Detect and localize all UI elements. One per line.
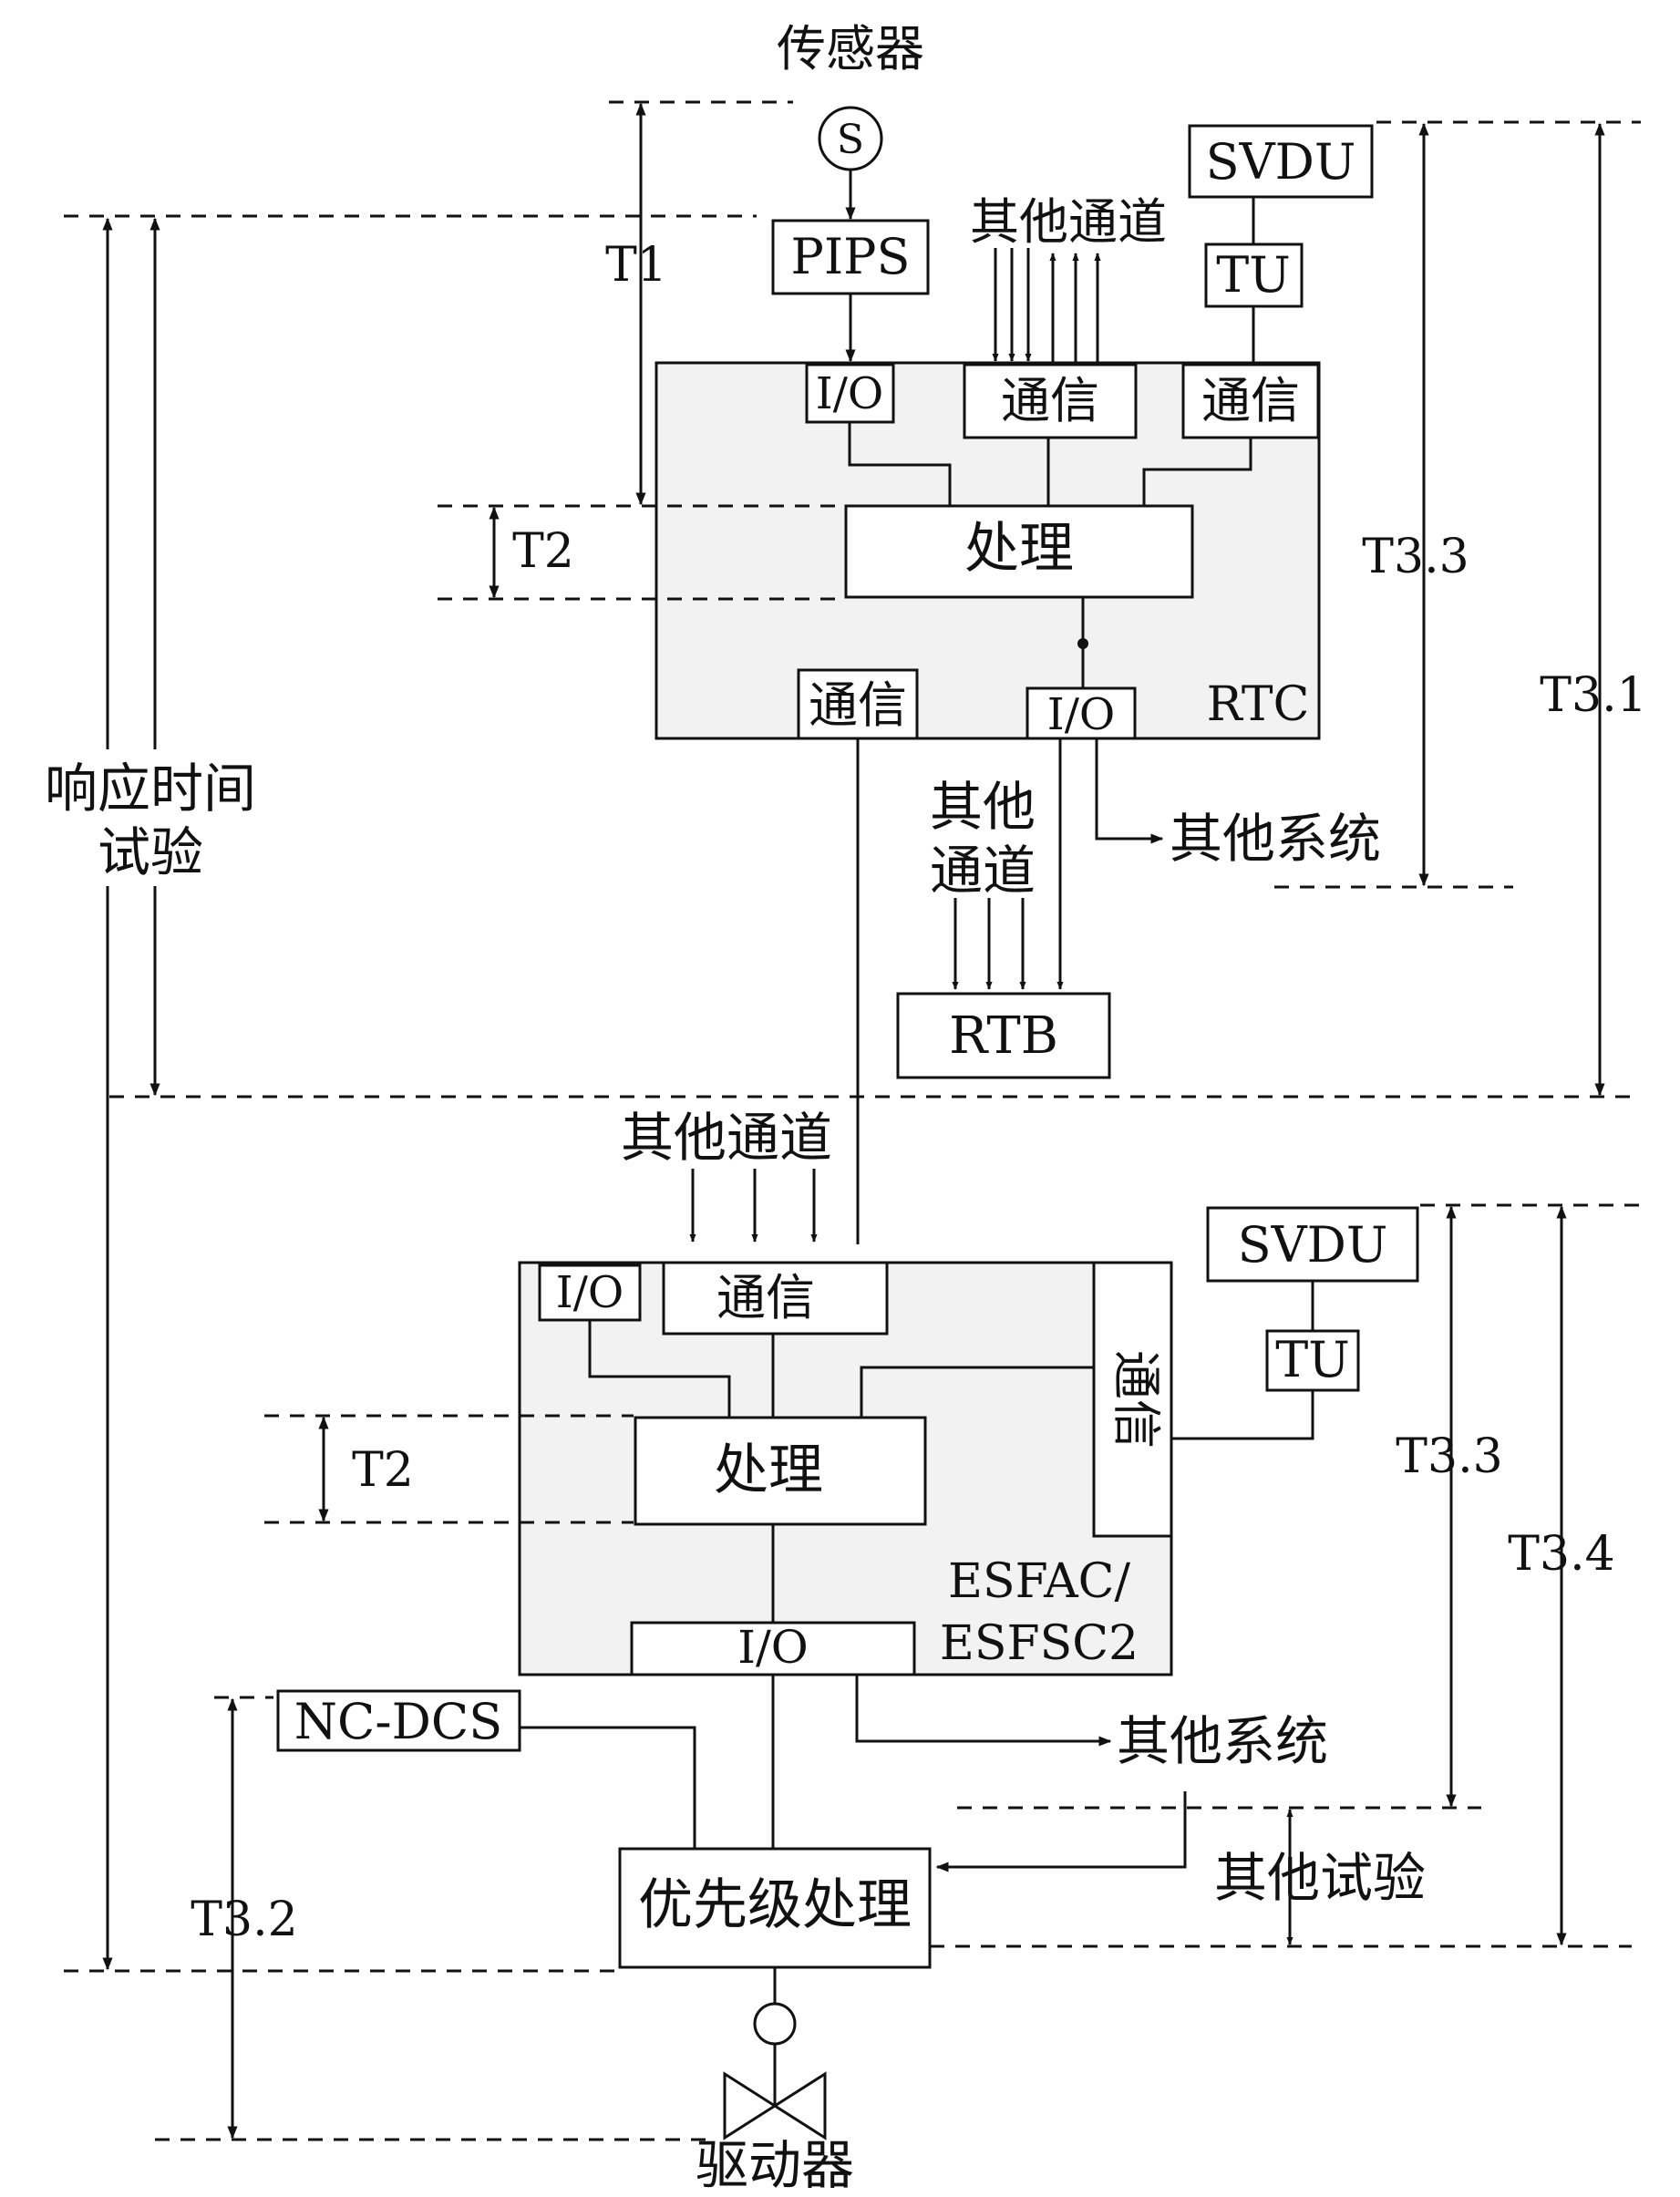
response-time-label-bg — [27, 749, 273, 886]
rtc-comm-mid-label: 通信 — [1001, 372, 1099, 429]
rtc-comm-bottom-label: 通信 — [809, 676, 907, 734]
tu-bottom-to-comm-link — [1171, 1390, 1314, 1440]
tu-top-label: TU — [1216, 246, 1291, 304]
esfac-comm-vertical-label: 通信 — [1108, 1350, 1165, 1449]
rtc-comm-mid-box — [963, 363, 1138, 439]
other-channels-bottom-arrows — [689, 1169, 818, 1243]
nc-dcs-to-priority-link — [520, 1726, 696, 1849]
t3-3-top-label: T3.3 — [1362, 530, 1469, 584]
rtc-comm-bottom-box — [797, 668, 919, 740]
other-channels-bottom-label: 其他通道 — [621, 1107, 832, 1169]
esfac-comm-top-box — [662, 1261, 889, 1336]
other-channels-side-line2: 通道 — [930, 840, 1036, 902]
esfac-name-line1: ESFAC/ — [948, 1554, 1130, 1609]
t3-4-label: T3.4 — [1508, 1527, 1614, 1582]
rtc-to-other-systems-arrow — [1095, 738, 1164, 844]
rtc-processing-label: 处理 — [964, 517, 1074, 581]
actuator-icon — [723, 2002, 827, 2140]
t1-label: T1 — [605, 238, 667, 293]
tu-top-box — [1204, 242, 1304, 308]
rtc-comm-right-label: 通信 — [1201, 372, 1300, 429]
rtc-io-out-label: I/O — [1047, 689, 1115, 740]
esfac-name-line2: ESFSC2 — [940, 1616, 1139, 1671]
svdu-top-label: SVDU — [1206, 133, 1356, 191]
rtc-io-to-proc-link — [848, 422, 952, 506]
pips-box — [771, 219, 930, 295]
feedback-to-priority-arrow — [935, 1791, 1187, 1872]
esfac-io-bottom-box — [630, 1621, 916, 1676]
rtc-io-in-box — [805, 363, 895, 424]
rtc-io-in-label: I/O — [816, 368, 883, 419]
t3-1-label: T3.1 — [1540, 668, 1646, 723]
sensor-label: 传感器 — [777, 20, 924, 77]
t2-top-label: T2 — [512, 524, 574, 579]
sensor-symbol: S — [837, 117, 864, 163]
rtb-label: RTB — [949, 1006, 1058, 1066]
rtc-io-out-box — [1026, 686, 1137, 740]
t2-bottom-label: T2 — [352, 1443, 414, 1498]
esfac-io-small-box — [538, 1264, 642, 1322]
svdu-bottom-label: SVDU — [1238, 1216, 1388, 1274]
timing-guides — [64, 100, 1641, 2141]
priority-box — [618, 1847, 932, 1969]
other-channels-top-arrows — [992, 248, 1101, 363]
rtc-comm-right-to-proc-link — [1142, 438, 1252, 506]
pips-label: PIPS — [791, 228, 911, 285]
svdu-top-box — [1188, 124, 1374, 199]
tu-bottom-label: TU — [1275, 1331, 1350, 1388]
rtc-name-label: RTC — [1207, 677, 1310, 732]
other-channels-top-label: 其他通道 — [970, 193, 1167, 251]
actuator-label: 驱动器 — [696, 2134, 854, 2196]
esfac-io-bottom-label: I/O — [737, 1621, 809, 1674]
other-tests-label: 其他试验 — [1214, 1847, 1426, 1909]
other-systems-top-label: 其他系统 — [1170, 808, 1381, 870]
nc-dcs-box — [276, 1689, 521, 1752]
other-channels-side-arrows — [952, 898, 1026, 990]
esfac-comm-vertical-box — [1092, 1261, 1173, 1538]
other-systems-bottom-label: 其他系统 — [1117, 1710, 1328, 1772]
other-channels-side-line1: 其他 — [930, 776, 1036, 838]
sensor-icon: S — [818, 106, 883, 171]
t3-2-label: T3.2 — [191, 1893, 297, 1947]
rtb-box — [896, 992, 1111, 1079]
t3-3-bottom-label: T3.3 — [1396, 1429, 1502, 1484]
rtc-processing-box — [844, 504, 1194, 599]
esfac-processing-label: 处理 — [714, 1439, 823, 1502]
esfac-processing-box — [634, 1416, 927, 1526]
response-time-line1: 响应时间 — [45, 758, 256, 820]
rtc-junction-dot — [1077, 638, 1088, 649]
esfac-io-small-label: I/O — [556, 1267, 624, 1318]
esfac-comm-vertical-to-proc-link — [860, 1366, 1094, 1418]
esfac-to-other-systems-arrow — [855, 1675, 1112, 1747]
esfac-io-to-proc-link — [588, 1320, 731, 1418]
response-time-line2: 试验 — [98, 821, 203, 883]
rtc-comm-right-box — [1181, 363, 1320, 439]
esfac-comm-top-label: 通信 — [716, 1269, 815, 1326]
priority-label: 优先级处理 — [638, 1873, 912, 1937]
nc-dcs-label: NC-DCS — [294, 1693, 502, 1750]
tu-bottom-box — [1265, 1329, 1360, 1392]
